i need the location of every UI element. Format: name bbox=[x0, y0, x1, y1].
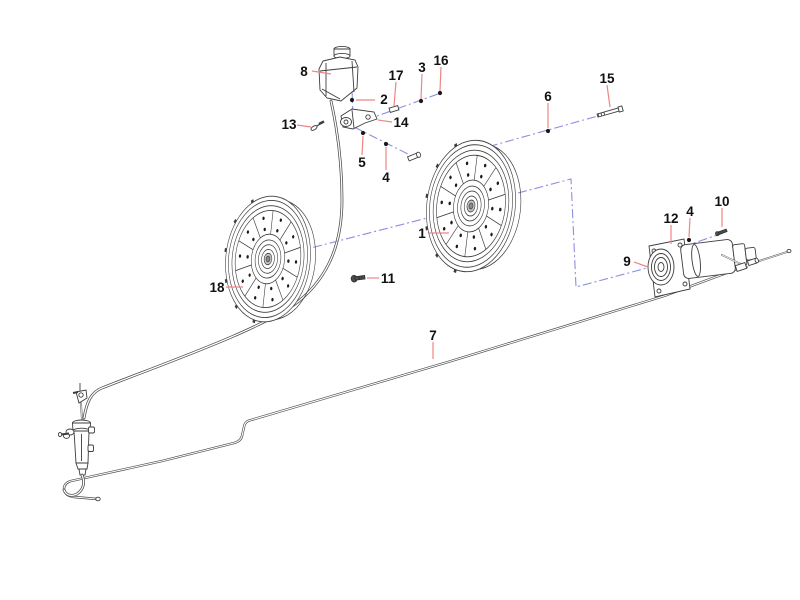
svg-text:12[interactable]: 12 bbox=[663, 211, 678, 226]
retaining-clip bbox=[310, 120, 325, 131]
callout-2: 2 bbox=[356, 92, 388, 107]
callout-8: 8 bbox=[300, 64, 332, 79]
callout-5: 5 bbox=[358, 135, 366, 170]
svg-text:4[interactable]: 4 bbox=[686, 204, 694, 219]
fastener-16 bbox=[437, 90, 443, 96]
union-fitting-17 bbox=[388, 105, 400, 113]
bolt-10 bbox=[715, 228, 728, 237]
callout-18: 18 bbox=[209, 280, 243, 295]
callouts: 8 2 17 3 16 13 14 5 4 6 15 1 18 11 9 12 … bbox=[209, 53, 730, 359]
svg-text:3[interactable]: 3 bbox=[418, 60, 426, 75]
svg-text:2[interactable]: 2 bbox=[380, 92, 388, 107]
fluid-reservoir bbox=[318, 45, 359, 102]
slave-cylinder bbox=[647, 238, 759, 298]
fastener-6 bbox=[545, 128, 551, 134]
callout-4b: 4 bbox=[686, 204, 694, 238]
svg-text:18[interactable]: 18 bbox=[209, 280, 225, 295]
svg-text:7[interactable]: 7 bbox=[429, 328, 437, 343]
clutch-disc-18 bbox=[215, 189, 324, 331]
svg-text:5[interactable]: 5 bbox=[358, 155, 366, 170]
callout-11: 11 bbox=[367, 271, 396, 286]
callout-16: 16 bbox=[433, 53, 449, 92]
fastener-4-right bbox=[686, 237, 692, 243]
callout-3: 3 bbox=[418, 60, 426, 100]
svg-text:10[interactable]: 10 bbox=[714, 194, 729, 209]
svg-text:16[interactable]: 16 bbox=[433, 53, 449, 68]
callout-4a: 4 bbox=[382, 147, 390, 185]
svg-text:6[interactable]: 6 bbox=[544, 89, 552, 104]
callout-13: 13 bbox=[281, 117, 312, 132]
callout-17: 17 bbox=[388, 68, 404, 107]
svg-text:11[interactable]: 11 bbox=[381, 271, 396, 286]
svg-text:14[interactable]: 14 bbox=[393, 115, 409, 130]
bolt-15 bbox=[596, 105, 624, 118]
callout-1: 1 bbox=[418, 226, 449, 241]
svg-text:9[interactable]: 9 bbox=[623, 254, 631, 269]
clutch-disc-1 bbox=[414, 132, 531, 282]
callout-7: 7 bbox=[429, 328, 437, 359]
callout-10: 10 bbox=[714, 194, 730, 227]
bolt-11 bbox=[350, 275, 366, 283]
callout-12: 12 bbox=[663, 211, 679, 244]
callout-15: 15 bbox=[599, 71, 615, 108]
pipe-end-fitting bbox=[406, 151, 422, 162]
svg-text:8[interactable]: 8 bbox=[300, 64, 308, 79]
svg-text:1[interactable]: 1 bbox=[418, 226, 426, 241]
svg-text:13[interactable]: 13 bbox=[281, 117, 297, 132]
fastener-2 bbox=[349, 97, 355, 103]
svg-text:17[interactable]: 17 bbox=[388, 68, 403, 83]
fastener-3 bbox=[418, 98, 424, 104]
callout-9: 9 bbox=[623, 254, 649, 269]
fastener-4-left bbox=[383, 141, 389, 147]
svg-text:4[interactable]: 4 bbox=[382, 170, 390, 185]
reservoir-hose bbox=[82, 99, 344, 420]
callout-14: 14 bbox=[377, 115, 409, 130]
master-cylinder bbox=[57, 383, 95, 497]
callout-6: 6 bbox=[544, 89, 552, 128]
svg-text:15[interactable]: 15 bbox=[599, 71, 615, 86]
mounting-bracket bbox=[340, 108, 378, 130]
fastener-5 bbox=[360, 130, 366, 136]
